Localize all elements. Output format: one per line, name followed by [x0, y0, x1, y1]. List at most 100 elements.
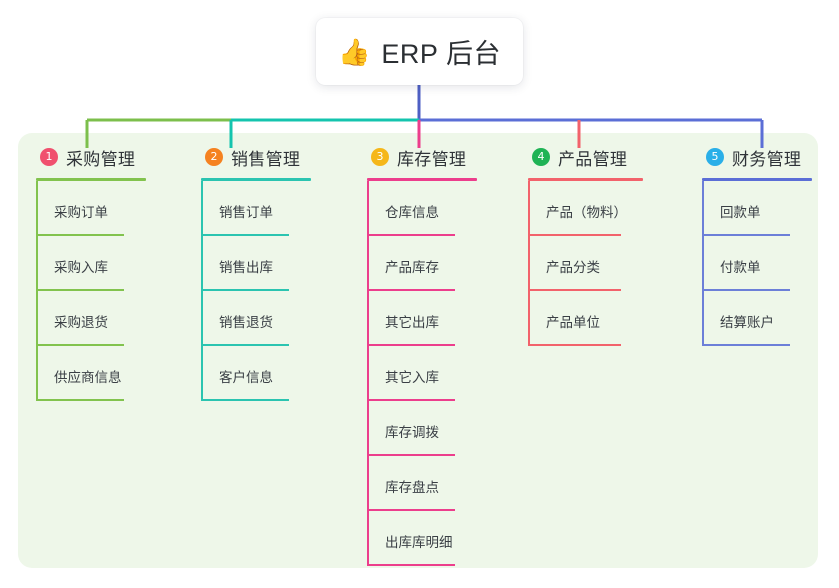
list-item[interactable]: 其它入库	[367, 346, 477, 401]
item-rail	[702, 181, 704, 236]
list-item[interactable]: 销售出库	[201, 236, 311, 291]
column-underline-2	[201, 178, 311, 181]
list-item[interactable]: 产品单位	[528, 291, 643, 346]
item-rail	[36, 346, 38, 401]
item-underline	[702, 344, 790, 346]
list-item[interactable]: 结算账户	[702, 291, 812, 346]
column-badge-5: 5	[706, 148, 724, 166]
list-item[interactable]: 客户信息	[201, 346, 311, 401]
item-label: 结算账户	[720, 315, 774, 330]
item-label: 其它出库	[385, 315, 439, 330]
column-badge-1: 1	[40, 148, 58, 166]
item-label: 采购订单	[54, 205, 108, 220]
list-item[interactable]: 库存调拨	[367, 401, 477, 456]
item-rail	[201, 346, 203, 401]
column-items-1: 采购订单采购入库采购退货供应商信息	[36, 181, 146, 401]
item-underline	[36, 289, 124, 291]
item-underline	[367, 509, 455, 511]
column-header-3[interactable]: 3 库存管理	[367, 144, 477, 170]
item-underline	[528, 234, 621, 236]
item-label: 回款单	[720, 205, 761, 220]
item-rail	[367, 181, 369, 236]
item-label: 销售出库	[219, 260, 273, 275]
item-rail	[367, 346, 369, 401]
column-title-2: 销售管理	[231, 149, 301, 169]
thumbs-up-icon: 👍	[338, 36, 371, 67]
column-header-4[interactable]: 4 产品管理	[528, 144, 643, 170]
item-rail	[201, 291, 203, 346]
item-rail	[367, 401, 369, 456]
list-item[interactable]: 采购入库	[36, 236, 146, 291]
column-title-4: 产品管理	[558, 149, 628, 169]
item-underline	[201, 399, 289, 401]
column-underline-4	[528, 178, 643, 181]
list-item[interactable]: 供应商信息	[36, 346, 146, 401]
item-underline	[367, 454, 455, 456]
item-label: 其它入库	[385, 370, 439, 385]
column-items-3: 仓库信息产品库存其它出库其它入库库存调拨库存盘点出库库明细	[367, 181, 477, 566]
column-items-4: 产品（物料） 产品分类产品单位	[528, 181, 643, 346]
column-title-3: 库存管理	[397, 149, 467, 169]
list-item[interactable]: 付款单	[702, 236, 812, 291]
column-header-1[interactable]: 1 采购管理	[36, 144, 146, 170]
item-rail	[528, 236, 530, 291]
list-item[interactable]: 仓库信息	[367, 181, 477, 236]
column-1: 1 采购管理采购订单采购入库采购退货供应商信息	[36, 144, 146, 401]
column-3: 3 库存管理仓库信息产品库存其它出库其它入库库存调拨库存盘点出库库明细	[367, 144, 477, 566]
item-label: 库存调拨	[385, 425, 439, 440]
list-item[interactable]: 产品（物料）	[528, 181, 643, 236]
list-item[interactable]: 其它出库	[367, 291, 477, 346]
column-2: 2 销售管理销售订单销售出库销售退货客户信息	[201, 144, 311, 401]
item-label: 付款单	[720, 260, 761, 275]
list-item[interactable]: 采购订单	[36, 181, 146, 236]
column-header-2[interactable]: 2 销售管理	[201, 144, 311, 170]
column-badge-3: 3	[371, 148, 389, 166]
item-rail	[201, 181, 203, 236]
item-underline	[528, 344, 621, 346]
item-label: 库存盘点	[385, 480, 439, 495]
list-item[interactable]: 产品分类	[528, 236, 643, 291]
column-title-1: 采购管理	[66, 149, 136, 169]
list-item[interactable]: 出库库明细	[367, 511, 477, 566]
item-label: 销售订单	[219, 205, 273, 220]
column-badge-4: 4	[532, 148, 550, 166]
item-label: 产品（物料）	[546, 205, 627, 220]
item-label: 产品库存	[385, 260, 439, 275]
item-rail	[367, 236, 369, 291]
item-label: 供应商信息	[54, 370, 122, 385]
item-underline	[36, 344, 124, 346]
root-node-card[interactable]: 👍 ERP 后台	[316, 18, 523, 85]
list-item[interactable]: 采购退货	[36, 291, 146, 346]
item-underline	[201, 234, 289, 236]
item-underline	[367, 234, 455, 236]
item-rail	[36, 236, 38, 291]
item-underline	[36, 234, 124, 236]
column-badge-2: 2	[205, 148, 223, 166]
list-item[interactable]: 库存盘点	[367, 456, 477, 511]
item-underline	[367, 289, 455, 291]
list-item[interactable]: 销售订单	[201, 181, 311, 236]
item-rail	[201, 236, 203, 291]
column-items-2: 销售订单销售出库销售退货客户信息	[201, 181, 311, 401]
item-rail	[367, 291, 369, 346]
item-rail	[36, 291, 38, 346]
column-items-5: 回款单付款单结算账户	[702, 181, 812, 346]
column-underline-5	[702, 178, 812, 181]
item-rail	[528, 181, 530, 236]
item-underline	[702, 289, 790, 291]
column-title-5: 财务管理	[732, 149, 802, 169]
item-rail	[367, 456, 369, 511]
item-rail	[528, 291, 530, 346]
list-item[interactable]: 回款单	[702, 181, 812, 236]
list-item[interactable]: 产品库存	[367, 236, 477, 291]
column-header-5[interactable]: 5 财务管理	[702, 144, 812, 170]
item-underline	[367, 344, 455, 346]
column-5: 5 财务管理回款单付款单结算账户	[702, 144, 812, 346]
column-4: 4 产品管理产品（物料） 产品分类产品单位	[528, 144, 643, 346]
column-underline-1	[36, 178, 146, 181]
list-item[interactable]: 销售退货	[201, 291, 311, 346]
item-rail	[367, 511, 369, 566]
item-rail	[702, 291, 704, 346]
item-underline	[528, 289, 621, 291]
